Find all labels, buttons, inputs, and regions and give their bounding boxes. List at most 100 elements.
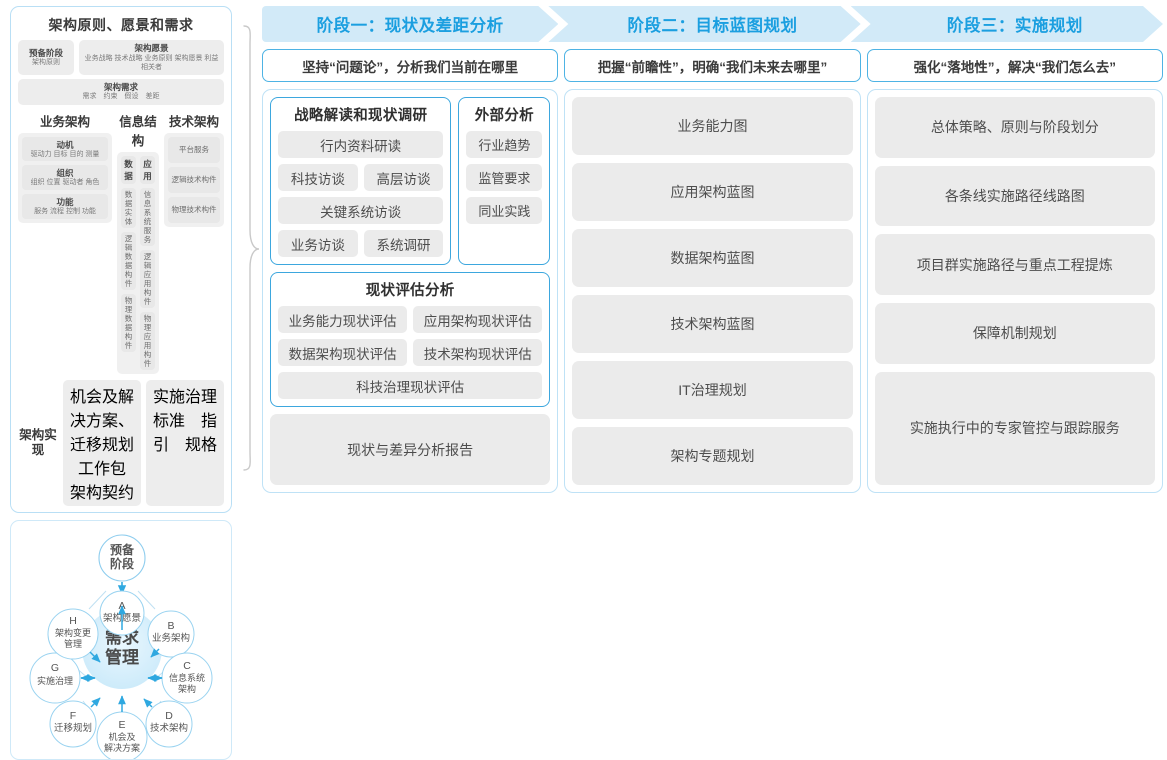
technology-item: 逻辑技术构件 bbox=[168, 166, 220, 193]
vision-head: 架构愿景 bbox=[134, 43, 169, 53]
adm-center-label-2: 管理 bbox=[105, 647, 139, 667]
svg-text:架构变更: 架构变更 bbox=[55, 627, 91, 638]
list-item[interactable]: 各条线实施路径线路图 bbox=[874, 165, 1155, 227]
svg-text:解决方案: 解决方案 bbox=[104, 742, 140, 753]
business-item: 功能 服务 流程 控制 功能 bbox=[22, 194, 108, 219]
data-head: 数据 bbox=[124, 158, 133, 181]
chip-item[interactable]: 同业实践 bbox=[466, 197, 543, 224]
implementation-governance-box: 实施治理 标准 指引 规格 bbox=[146, 379, 224, 506]
chip-item[interactable]: 行业趋势 bbox=[466, 131, 543, 158]
group-external-title: 外部分析 bbox=[474, 108, 534, 124]
chip-item[interactable]: 关键系统访谈 bbox=[278, 197, 444, 224]
list-item[interactable]: 应用架构蓝图 bbox=[572, 163, 853, 221]
phase-3: 阶段三：实施规划 强化“落地性”，解决“我们怎么去” 总体策略、原则与阶段划分 … bbox=[867, 6, 1163, 493]
chip-item[interactable]: 业务能力现状评估 bbox=[278, 306, 408, 333]
svg-text:F: F bbox=[70, 710, 76, 722]
phase-2-subtitle: 把握“前瞻性”，明确“我们未来去哪里” bbox=[564, 49, 861, 82]
list-item[interactable]: 实施执行中的专家管控与跟踪服务 bbox=[874, 371, 1155, 486]
chip-item[interactable]: 应用架构现状评估 bbox=[413, 306, 543, 333]
svg-text:G: G bbox=[51, 662, 59, 674]
opportunity-head: 机会及解决方案、迁移规划 bbox=[69, 388, 134, 454]
application-head: 应用 bbox=[143, 158, 152, 181]
architecture-vision-box: 架构愿景 业务战略 技术战略 业务原则 架构愿景 利益相关者 bbox=[79, 40, 224, 75]
governance-sub: 标准 指引 规格 bbox=[152, 412, 217, 454]
business-item-sub: 服务 流程 控制 功能 bbox=[34, 208, 96, 216]
chip-item[interactable]: 行内资料研读 bbox=[278, 131, 444, 158]
application-item: 物理应用构件 bbox=[140, 311, 155, 370]
application-item: 信息系统服务 bbox=[140, 187, 155, 246]
phase-2: 阶段二：目标蓝图规划 把握“前瞻性”，明确“我们未来去哪里” 业务能力图 应用架… bbox=[564, 6, 861, 493]
chip-item[interactable]: 科技治理现状评估 bbox=[278, 372, 543, 399]
opportunity-migration-box: 机会及解决方案、迁移规划 工作包 架构契约 bbox=[63, 379, 143, 506]
vision-sub: 业务战略 技术战略 业务原则 架构愿景 利益相关者 bbox=[84, 54, 219, 71]
implementation-label: 架构实现 bbox=[19, 428, 57, 457]
brace-connector bbox=[240, 0, 262, 499]
chip-item[interactable]: 科技访谈 bbox=[278, 164, 358, 191]
technology-architecture-column: 技术架构 平台服务 逻辑技术构件 物理技术构件 bbox=[164, 111, 224, 374]
phases-container: 阶段一：现状及差距分析 坚持“问题论”，分析我们当前在哪里 战略解读和现状调研 … bbox=[262, 0, 1167, 499]
data-head-box: 数据 bbox=[121, 155, 136, 184]
group-external-items: 行业趋势 监管要求 同业实践 bbox=[466, 131, 543, 224]
group-strategy-title: 战略解读和现状调研 bbox=[294, 108, 428, 124]
phase-1-top-row: 战略解读和现状调研 行内资料研读 科技访谈 高层访谈 关键系统访谈 业务访谈 系… bbox=[270, 97, 551, 265]
group-strategy-research: 战略解读和现状调研 行内资料研读 科技访谈 高层访谈 关键系统访谈 业务访谈 系… bbox=[270, 97, 452, 265]
preparation-box: 预备阶段 架构原则 bbox=[18, 40, 74, 75]
svg-text:机会及: 机会及 bbox=[108, 731, 135, 742]
list-item[interactable]: 项目群实施路径与重点工程提炼 bbox=[874, 234, 1155, 296]
architecture-requirement-box: 架构需求 需求 约束 假设 差距 bbox=[18, 78, 224, 105]
svg-text:阶段: 阶段 bbox=[110, 556, 135, 571]
information-structure-body: 数据 数据实体 逻辑数据构件 物理数据构件 应用 信息系统服务 逻辑应用构件 bbox=[117, 151, 159, 374]
phase-2-body: 业务能力图 应用架构蓝图 数据架构蓝图 技术架构蓝图 IT治理规划 架构专题规划 bbox=[564, 89, 861, 493]
chip-item[interactable]: 监管要求 bbox=[466, 164, 543, 191]
preparation-head: 预备阶段 bbox=[28, 47, 63, 58]
business-item-head: 动机 bbox=[56, 139, 74, 150]
business-architecture-column: 业务架构 动机 驱动力 目标 目的 测量 组织 组织 位置 驱动者 角色 功能 bbox=[18, 111, 112, 374]
svg-text:D: D bbox=[165, 710, 173, 722]
business-item-head: 功能 bbox=[56, 197, 74, 208]
chip-item[interactable]: 系统调研 bbox=[363, 230, 444, 257]
svg-text:H: H bbox=[69, 615, 77, 627]
svg-text:E: E bbox=[118, 719, 125, 731]
phase-1: 阶段一：现状及差距分析 坚持“问题论”，分析我们当前在哪里 战略解读和现状调研 … bbox=[262, 6, 559, 493]
list-item[interactable]: IT治理规划 bbox=[572, 361, 853, 419]
chip-item[interactable]: 数据架构现状评估 bbox=[278, 339, 408, 366]
business-item-sub: 驱动力 目标 目的 测量 bbox=[30, 150, 100, 158]
togaf-reference-column: 架构原则、愿景和需求 预备阶段 架构原则 架构愿景 业务战略 技术战略 业务原则… bbox=[0, 0, 240, 760]
technology-item: 平台服务 bbox=[168, 136, 220, 163]
implementation-row: 架构实现 机会及解决方案、迁移规划 工作包 架构契约 实施治理 标准 指引 规格 bbox=[18, 379, 224, 506]
business-item: 动机 驱动力 目标 目的 测量 bbox=[22, 136, 108, 162]
list-item[interactable]: 业务能力图 bbox=[572, 97, 853, 155]
data-item: 物理数据构件 bbox=[121, 293, 136, 352]
list-item[interactable]: 保障机制规划 bbox=[874, 303, 1155, 364]
phase-3-header: 阶段三：实施规划 bbox=[851, 6, 1163, 42]
phase-1-header: 阶段一：现状及差距分析 bbox=[262, 6, 558, 42]
data-item: 数据实体 bbox=[121, 187, 136, 228]
list-item[interactable]: 数据架构蓝图 bbox=[572, 229, 853, 287]
technology-architecture-body: 平台服务 逻辑技术构件 物理技术构件 bbox=[164, 132, 224, 227]
chip-item[interactable]: 技术架构现状评估 bbox=[413, 339, 543, 366]
group-current-state-assessment: 现状评估分析 业务能力现状评估 应用架构现状评估 数据架构现状评估 技术架构现状… bbox=[270, 272, 551, 407]
framework-triad: 业务架构 动机 驱动力 目标 目的 测量 组织 组织 位置 驱动者 角色 功能 bbox=[18, 111, 224, 374]
business-item-sub: 组织 位置 驱动者 角色 bbox=[30, 179, 100, 187]
phase-3-body: 总体策略、原则与阶段划分 各条线实施路径线路图 项目群实施路径与重点工程提炼 保… bbox=[866, 89, 1163, 493]
opportunity-sub: 工作包 架构契约 bbox=[69, 460, 143, 502]
list-item[interactable]: 总体策略、原则与阶段划分 bbox=[874, 97, 1155, 158]
list-item[interactable]: 架构专题规划 bbox=[572, 427, 853, 485]
framework-top-row: 预备阶段 架构原则 架构愿景 业务战略 技术战略 业务原则 架构愿景 利益相关者 bbox=[18, 40, 224, 75]
framework-card: 架构原则、愿景和需求 预备阶段 架构原则 架构愿景 业务战略 技术战略 业务原则… bbox=[10, 6, 232, 513]
svg-text:C: C bbox=[183, 660, 191, 672]
phase-1-report[interactable]: 现状与差异分析报告 bbox=[270, 414, 551, 485]
chip-item[interactable]: 高层访谈 bbox=[363, 164, 444, 191]
chip-item[interactable]: 业务访谈 bbox=[278, 230, 358, 257]
adm-cycle-svg: 需求 管理 预备 阶段 A 架构愿景 B 业务架构 bbox=[29, 533, 213, 759]
phase-1-subtitle: 坚持“问题论”，分析我们当前在哪里 bbox=[262, 49, 559, 82]
svg-text:B: B bbox=[167, 620, 174, 632]
business-item: 组织 组织 位置 驱动者 角色 bbox=[22, 165, 108, 191]
svg-text:信息系统: 信息系统 bbox=[169, 672, 205, 683]
information-structure-column: 信息结构 数据 数据实体 逻辑数据构件 物理数据构件 应用 bbox=[117, 111, 159, 374]
technology-architecture-title: 技术架构 bbox=[168, 114, 219, 129]
phase-2-items: 业务能力图 应用架构蓝图 数据架构蓝图 技术架构蓝图 IT治理规划 架构专题规划 bbox=[572, 97, 853, 485]
application-item: 逻辑应用构件 bbox=[140, 249, 155, 308]
list-item[interactable]: 技术架构蓝图 bbox=[572, 295, 853, 353]
